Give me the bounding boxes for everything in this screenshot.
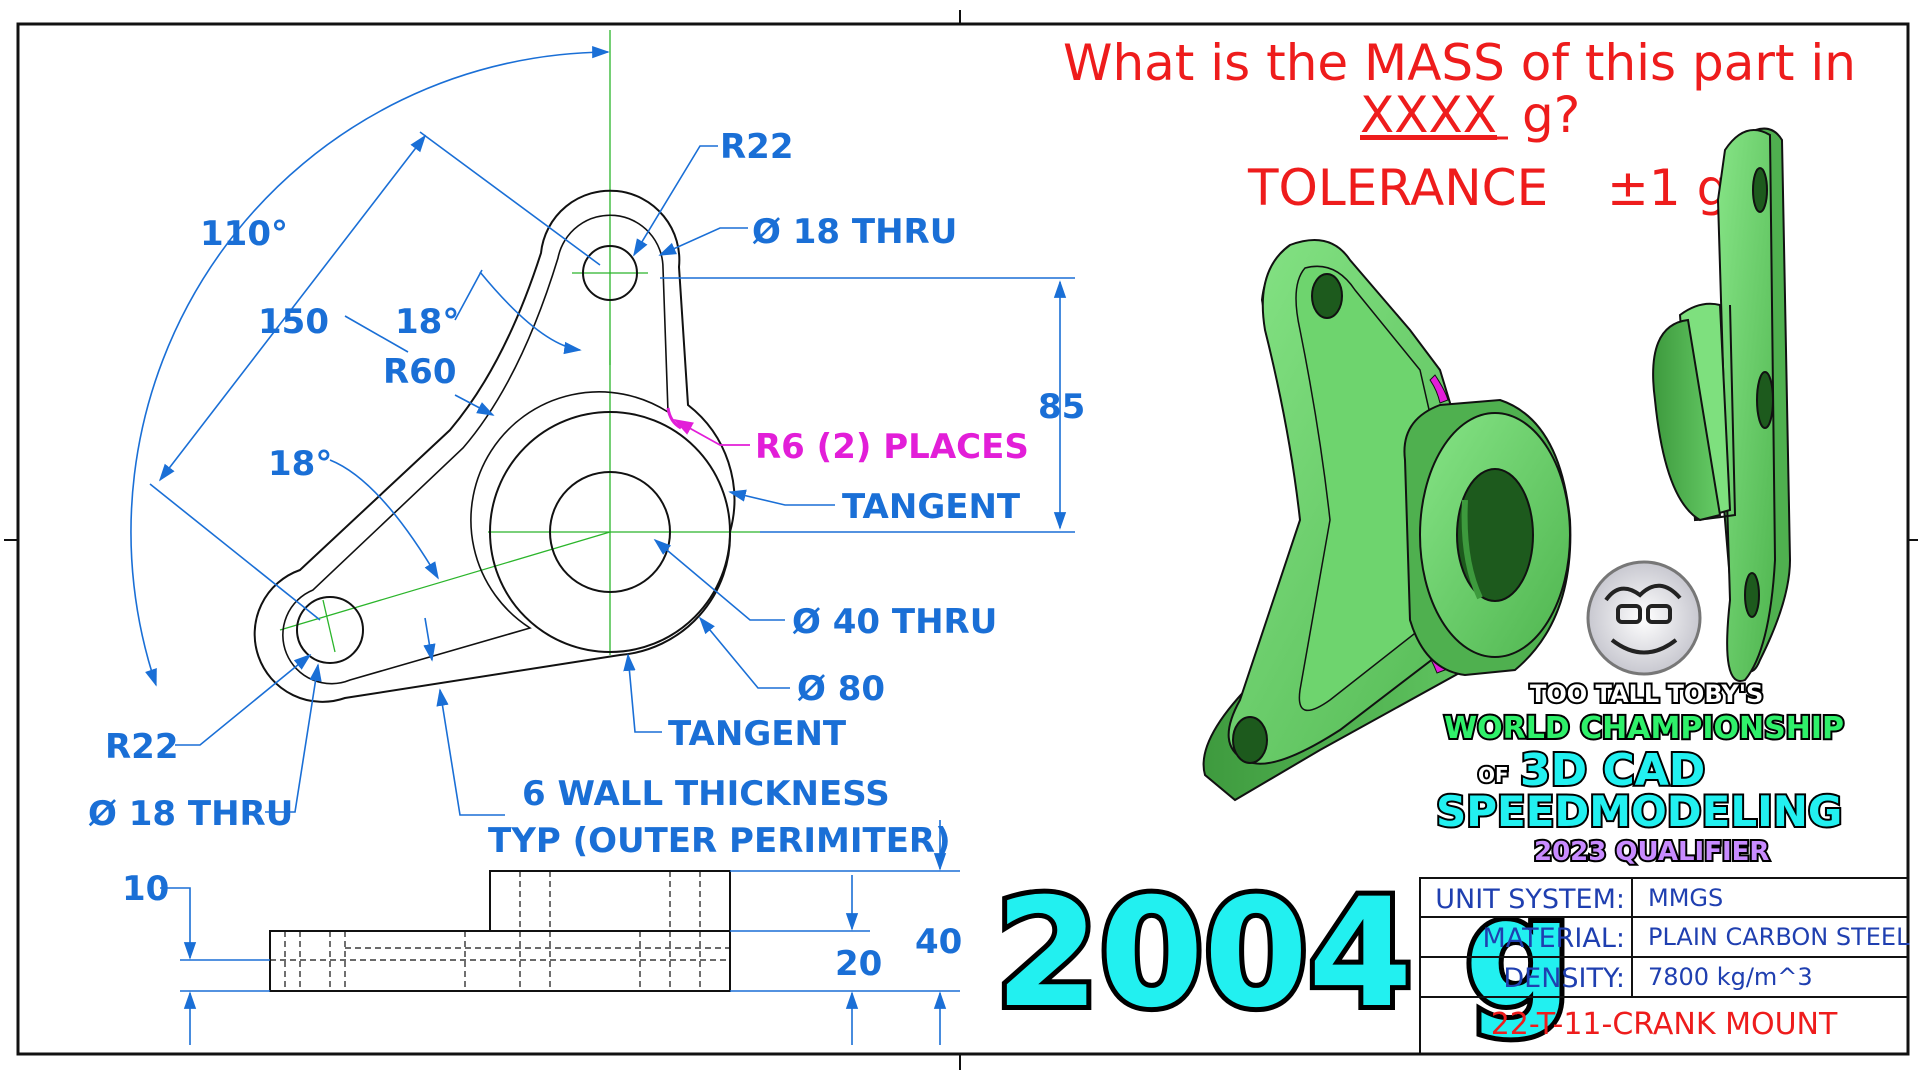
dim-length-150: 150 bbox=[258, 302, 329, 342]
dim-hole-left: Ø 18 THRU bbox=[88, 794, 293, 834]
side-view bbox=[269, 870, 731, 992]
iso-part bbox=[1202, 239, 1572, 802]
answer-value: 2004 g bbox=[995, 867, 1572, 1041]
top-view bbox=[253, 30, 760, 703]
fillet-leader bbox=[673, 419, 750, 446]
fillet-highlight bbox=[666, 407, 682, 430]
dimension-lines bbox=[130, 45, 1075, 816]
question-unit: g? bbox=[1522, 86, 1580, 144]
dim-side-40: 40 bbox=[915, 922, 962, 962]
tb-density-label: DENSITY: bbox=[1503, 963, 1625, 994]
brand-line3: 3D CAD bbox=[1520, 745, 1705, 796]
dim-tangent-bottom: TANGENT bbox=[668, 714, 847, 754]
dim-r22-top: R22 bbox=[720, 127, 794, 167]
question-placeholder: XXXX bbox=[1360, 86, 1497, 144]
dim-angle-18-top: 18° bbox=[395, 302, 459, 342]
dim-side-10: 10 bbox=[122, 869, 169, 909]
tolerance-label: TOLERANCE bbox=[1247, 159, 1548, 217]
iso-part-side bbox=[1652, 127, 1792, 682]
dim-boss-dia: Ø 80 bbox=[797, 669, 885, 709]
dim-side-20: 20 bbox=[835, 944, 882, 984]
dim-tangent-right: TANGENT bbox=[842, 487, 1021, 527]
dim-angle-110: 110° bbox=[200, 214, 288, 254]
dim-hole-top: Ø 18 THRU bbox=[752, 212, 957, 252]
tb-unit-value: MMGS bbox=[1648, 884, 1723, 912]
dim-angle-18-left: 18° bbox=[268, 444, 332, 484]
tb-unit-label: UNIT SYSTEM: bbox=[1435, 884, 1625, 915]
brand-line2: WORLD CHAMPIONSHIP bbox=[1444, 711, 1844, 746]
tb-part-number: 22-T-11-CRANK MOUNT bbox=[1491, 1007, 1838, 1042]
tb-density-value: 7800 kg/m^3 bbox=[1648, 963, 1813, 991]
brand-line3-small: OF bbox=[1478, 763, 1509, 787]
dim-85: 85 bbox=[1038, 387, 1085, 427]
dim-r60: R60 bbox=[383, 352, 457, 392]
dim-hole-center: Ø 40 THRU bbox=[792, 602, 997, 642]
side-view-dimensions bbox=[160, 820, 960, 1045]
center-lines bbox=[279, 30, 760, 655]
dim-fillet-r6: R6 (2) PLACES bbox=[755, 427, 1029, 467]
brand-line1: TOO TALL TOBY'S bbox=[1530, 680, 1763, 708]
dim-r22-left: R22 bbox=[105, 727, 179, 767]
question-line1: What is the MASS of this part in bbox=[1063, 34, 1856, 92]
tb-material-label: MATERIAL: bbox=[1482, 923, 1625, 954]
brand-line5: 2023 QUALIFIER bbox=[1534, 837, 1769, 867]
speedmodeling-logo bbox=[1586, 560, 1702, 676]
tolerance-value: ±1 g bbox=[1607, 159, 1728, 217]
tb-material-value: PLAIN CARBON STEEL bbox=[1648, 923, 1910, 951]
title-block bbox=[1419, 877, 1909, 1055]
dim-wall-line1: 6 WALL THICKNESS bbox=[522, 774, 890, 814]
dim-wall-line2: TYP (OUTER PERIMITER) bbox=[488, 821, 951, 861]
brand-line4: SPEEDMODELING bbox=[1436, 787, 1842, 836]
